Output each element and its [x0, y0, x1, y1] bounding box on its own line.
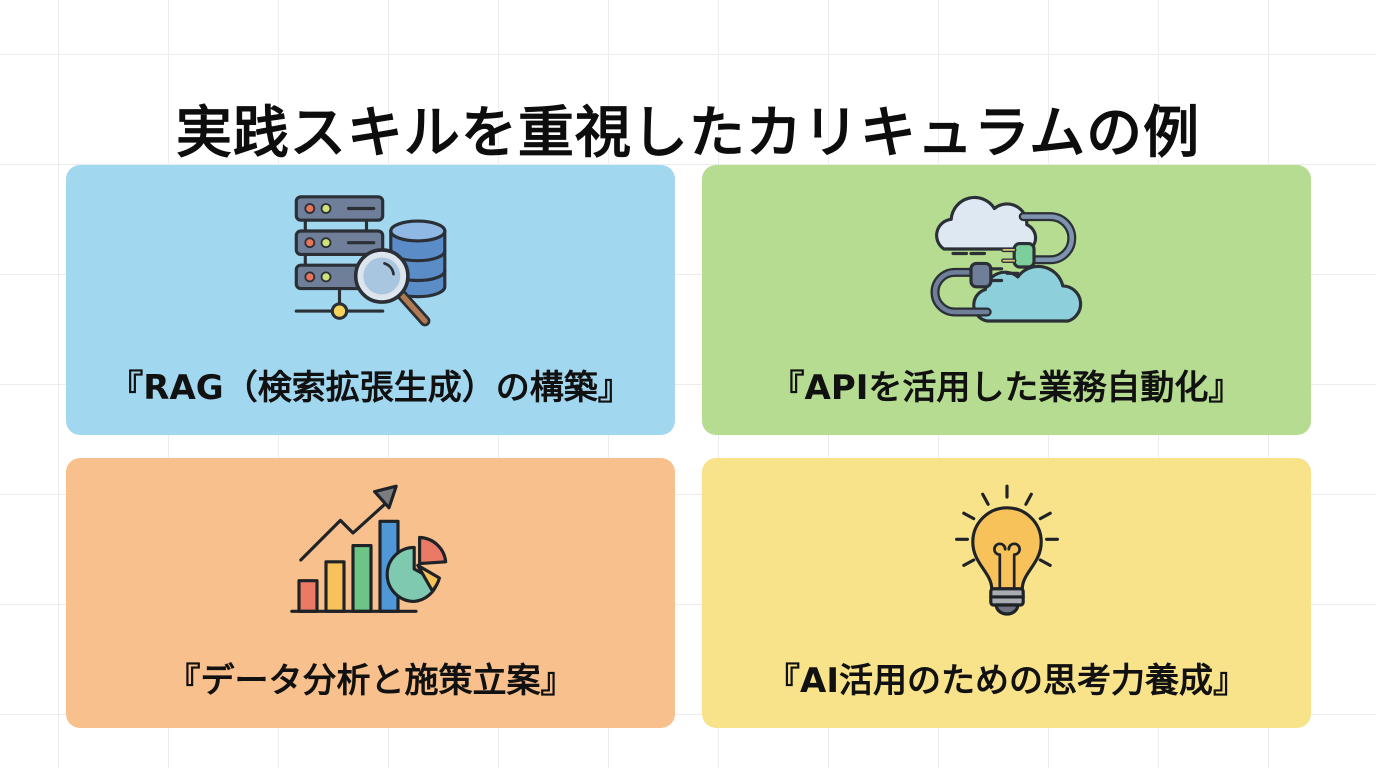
curriculum-card-ai-thinking: 『AI活用のための思考力養成』 — [702, 458, 1311, 728]
cloud-plug-connection-icon — [917, 183, 1097, 333]
lightbulb-idea-icon — [917, 476, 1097, 626]
server-database-search-icon — [281, 183, 461, 333]
curriculum-card-rag: 『RAG（検索拡張生成）の構築』 — [66, 165, 675, 435]
curriculum-card-api: 『APIを活用した業務自動化』 — [702, 165, 1311, 435]
card-label: 『RAG（検索拡張生成）の構築』 — [109, 368, 632, 408]
page-title: 実践スキルを重視したカリキュラムの例 — [175, 100, 1201, 166]
card-label: 『APIを活用した業務自動化』 — [770, 368, 1243, 408]
card-label: 『AI活用のための思考力養成』 — [766, 661, 1247, 701]
curriculum-card-data-analysis: 『データ分析と施策立案』 — [66, 458, 675, 728]
bar-chart-pie-chart-growth-icon — [281, 476, 461, 626]
card-label: 『データ分析と施策立案』 — [166, 661, 575, 701]
